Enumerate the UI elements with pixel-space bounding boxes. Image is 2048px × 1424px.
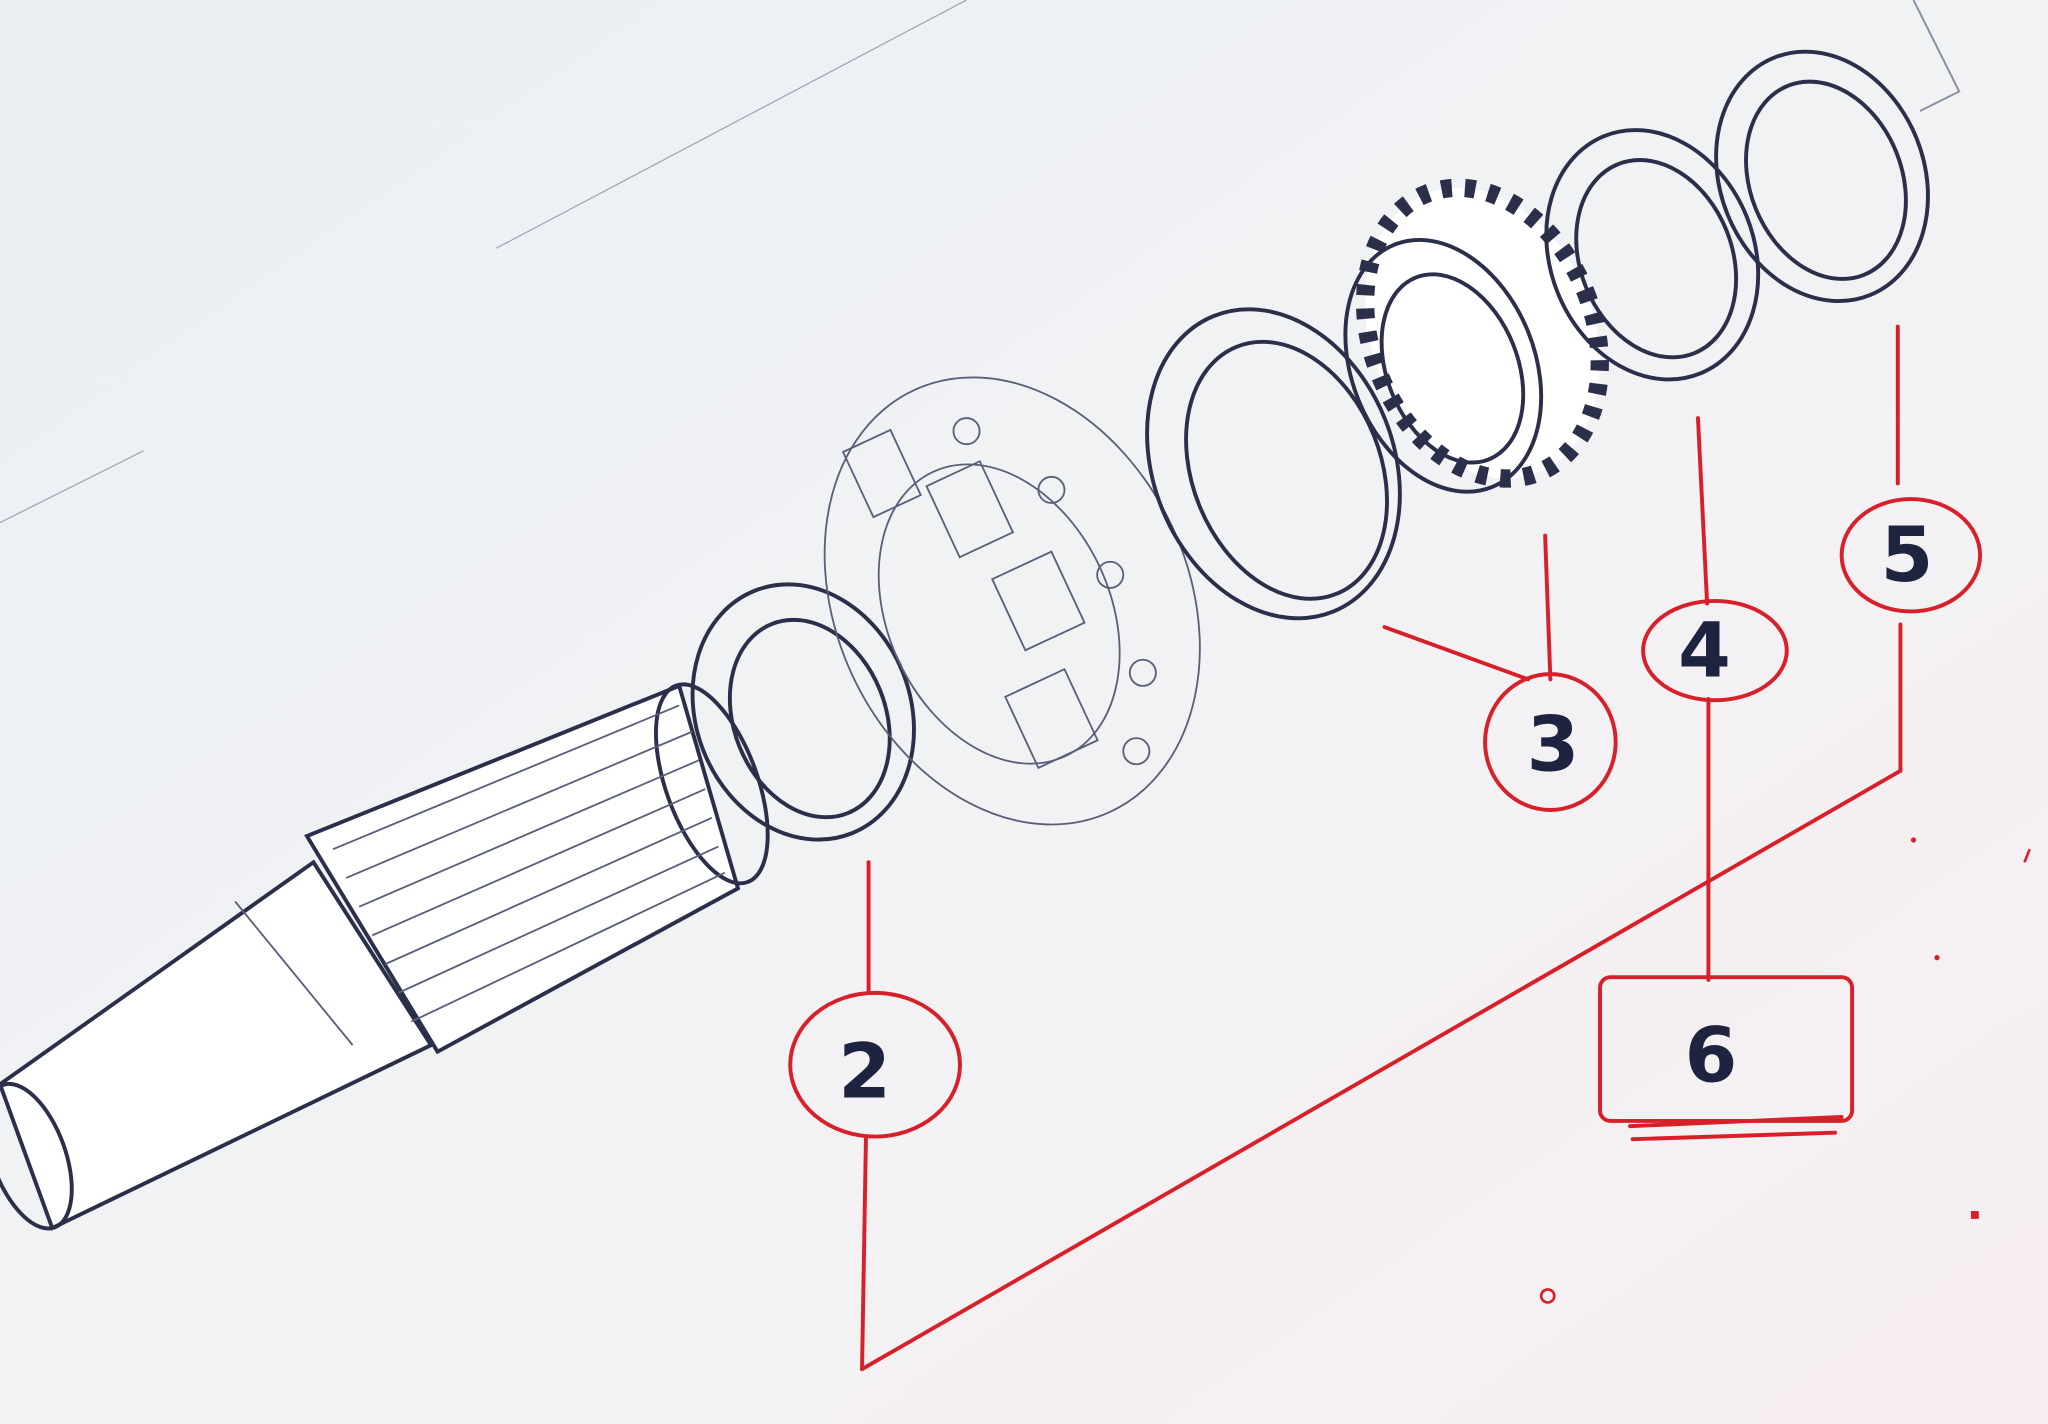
callout-label: 6 (1685, 1012, 1738, 1100)
callout-6-box: 6 (1598, 975, 1855, 1123)
callout-label: 4 (1678, 607, 1731, 695)
bearing-cone-part-3 (1343, 178, 1609, 494)
seal-ring-part-2 (690, 582, 916, 842)
callout-label: 3 (1527, 701, 1580, 789)
leader-lines (860, 324, 1903, 1372)
callout-label: 5 (1881, 511, 1934, 599)
splined-section (304, 682, 770, 1055)
page-edge-line (496, 0, 967, 249)
callout-3: 3 (1483, 672, 1618, 812)
differential-carrier (823, 376, 1201, 826)
bearing-cup-part-3 (1145, 307, 1402, 621)
page-edge-line (0, 450, 144, 524)
callout-2: 2 (788, 990, 962, 1139)
shaft (0, 859, 434, 1231)
callout-5: 5 (1839, 497, 1983, 614)
callout-label: 2 (838, 1027, 891, 1115)
ring-part-4 (1544, 128, 1761, 382)
red-marks (1539, 837, 2031, 1304)
frame-corner (1912, 0, 1961, 112)
callout-4: 4 (1641, 598, 1789, 703)
ring-part-5 (1714, 49, 1930, 304)
